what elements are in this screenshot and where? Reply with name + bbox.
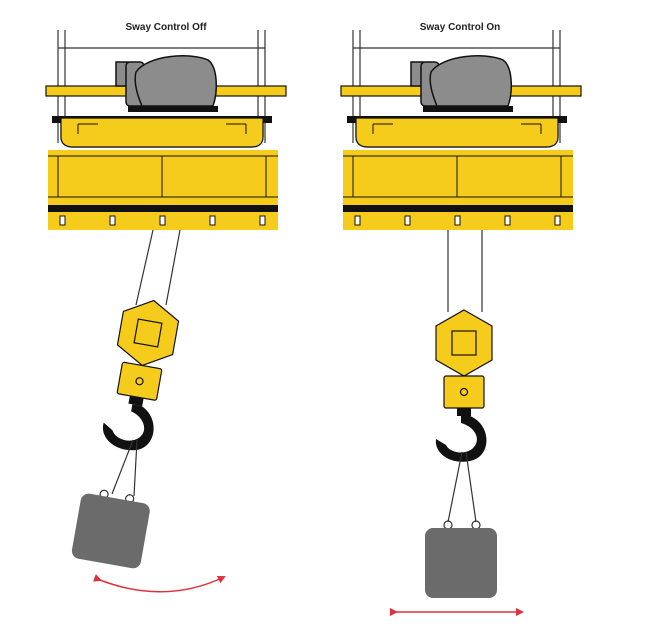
panel-title-sway-on: Sway Control On — [419, 22, 501, 33]
load-right — [425, 520, 497, 598]
crane-right — [340, 29, 582, 231]
cables-right — [447, 230, 483, 312]
load-left — [71, 489, 150, 569]
hook-block-right — [435, 309, 493, 463]
sway-arrow-curved — [92, 574, 226, 593]
cables-left — [135, 229, 181, 306]
crane-left — [45, 29, 287, 231]
panel-title-sway-off: Sway Control Off — [125, 22, 207, 33]
load-slings-left — [111, 439, 138, 497]
hook-block-left — [99, 295, 182, 456]
load-slings-right — [447, 451, 477, 523]
